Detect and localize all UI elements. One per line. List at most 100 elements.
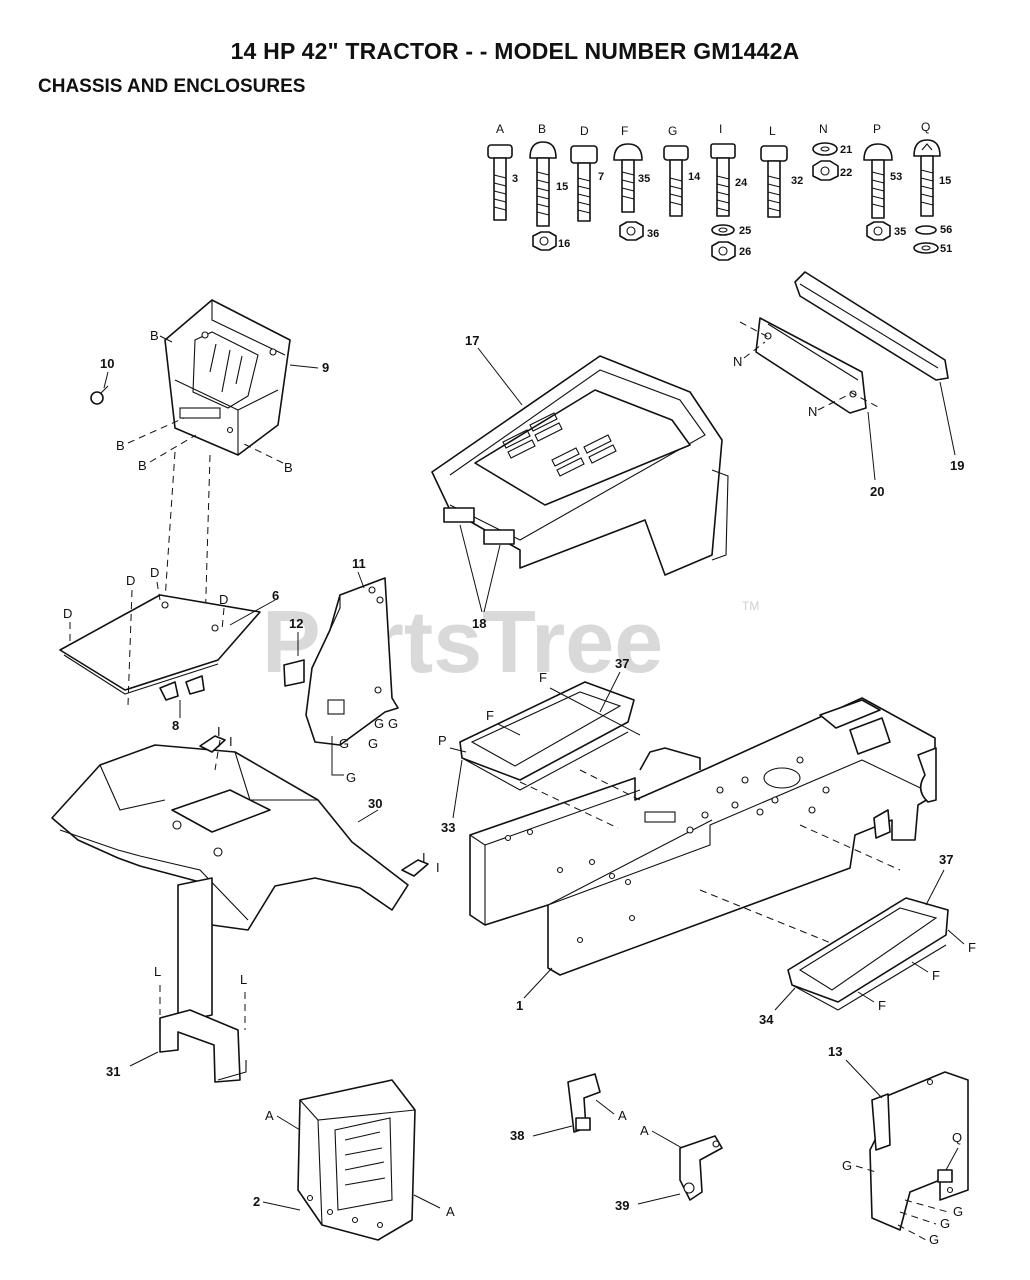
- callout-39: 39: [615, 1198, 629, 1213]
- callout-34: 34: [759, 1012, 774, 1027]
- hardware-q-letter: Q: [921, 120, 930, 134]
- callout-12: 12: [289, 616, 303, 631]
- ref-i-2: I: [229, 734, 233, 749]
- diagram-subtitle: CHASSIS AND ENCLOSURES: [38, 76, 306, 97]
- hardware-p-nut: 35: [894, 226, 906, 238]
- callout-38: 38: [510, 1128, 524, 1143]
- callout-13: 13: [828, 1044, 842, 1059]
- part-9-dash-panel: 9 B B B B: [116, 299, 329, 475]
- ref-a-4: A: [640, 1123, 649, 1138]
- part-39-bracket: A 39: [615, 1123, 723, 1213]
- hardware-p-num: 53: [890, 171, 902, 183]
- ref-f-1: F: [539, 670, 547, 685]
- hardware-a-letter: A: [496, 122, 504, 136]
- ref-i-3: I: [422, 850, 426, 865]
- hardware-b-num: 15: [556, 181, 568, 193]
- ref-f-4: F: [932, 968, 940, 983]
- hardware-l: L 32: [760, 124, 803, 218]
- ref-q-1: Q: [952, 1130, 962, 1145]
- hardware-n: N 21 22: [812, 122, 852, 181]
- ref-n-1: N: [733, 354, 742, 369]
- ref-d-2: D: [126, 573, 135, 588]
- part-2-front-panel: A A 2: [253, 1079, 455, 1241]
- part-1-main-frame: 1: [469, 697, 937, 1013]
- hardware-b-letter: B: [538, 122, 546, 136]
- hardware-g: G 14: [663, 124, 701, 217]
- hardware-n-num: 21: [840, 144, 852, 156]
- ref-g-7: G: [953, 1204, 963, 1219]
- ref-g-6: G: [842, 1158, 852, 1173]
- ref-l-1: L: [154, 964, 161, 979]
- hardware-i-letter: I: [719, 122, 722, 136]
- ref-i-1: I: [217, 724, 221, 739]
- hardware-f-num: 35: [638, 173, 650, 185]
- ref-a-3: A: [618, 1108, 627, 1123]
- callout-37-upper: 37: [615, 656, 629, 671]
- hardware-f-nut: 36: [647, 228, 659, 240]
- ref-a-2: A: [446, 1204, 455, 1219]
- ref-l-2: L: [240, 972, 247, 987]
- ref-f-5: F: [878, 998, 886, 1013]
- ref-f-3: F: [968, 940, 976, 955]
- hardware-a-num: 3: [512, 173, 518, 185]
- ref-g-5: G: [346, 770, 356, 785]
- part-33-footrest: 37 33 F F P: [438, 656, 641, 835]
- ref-d-3: D: [150, 565, 159, 580]
- hardware-l-num: 32: [791, 175, 803, 187]
- ref-g-4: G: [388, 716, 398, 731]
- callout-18: 18: [472, 616, 486, 631]
- hardware-n-nut: 22: [840, 167, 852, 179]
- hardware-g-num: 14: [688, 171, 701, 183]
- hardware-f: F 35 36: [613, 124, 659, 241]
- ref-p-1: P: [438, 733, 447, 748]
- callout-37-lower: 37: [939, 852, 953, 867]
- hardware-i-nut: 26: [739, 246, 751, 258]
- diagram-title: 14 HP 42" TRACTOR - - MODEL NUMBER GM144…: [230, 38, 800, 64]
- hardware-q-washer: 56: [940, 224, 952, 236]
- callout-8: 8: [172, 718, 179, 733]
- ref-b-2: B: [116, 438, 125, 453]
- hardware-q-num: 15: [939, 175, 951, 187]
- hardware-b: B 15 16: [529, 122, 570, 251]
- ref-b-1: B: [150, 328, 159, 343]
- callout-31: 31: [106, 1064, 120, 1079]
- hardware-d: D 7: [570, 124, 604, 222]
- part-11-side-panel: 11 12 G G G G G: [283, 556, 399, 785]
- ref-i-4: I: [436, 860, 440, 875]
- watermark-tm: TM: [742, 599, 759, 613]
- hardware-q-washer2: 51: [940, 243, 952, 255]
- ref-d-4: D: [219, 592, 228, 607]
- hardware-d-letter: D: [580, 124, 589, 138]
- ref-g-2: G: [368, 736, 378, 751]
- hardware-p-letter: P: [873, 122, 881, 136]
- hardware-p: P 53 35: [863, 122, 906, 241]
- hardware-g-letter: G: [668, 124, 677, 138]
- callout-17: 17: [465, 333, 479, 348]
- part-13-side-panel: 13 Q G G G G: [828, 1044, 969, 1247]
- ref-b-4: B: [284, 460, 293, 475]
- callout-6: 6: [272, 588, 279, 603]
- hardware-a: A 3: [487, 122, 518, 221]
- hardware-n-letter: N: [819, 122, 828, 136]
- ref-d-1: D: [63, 606, 72, 621]
- hardware-i-washer: 25: [739, 225, 751, 237]
- callout-9: 9: [322, 360, 329, 375]
- hardware-l-letter: L: [769, 124, 776, 138]
- part-6-floor-plate: 6 D D D D 8: [59, 565, 279, 733]
- hardware-d-num: 7: [598, 171, 604, 183]
- ref-f-2: F: [486, 708, 494, 723]
- part-17-hood: 17 18: [431, 333, 729, 631]
- callout-11: 11: [352, 556, 366, 571]
- part-30-fender: 30 I I I I: [51, 724, 440, 931]
- callout-1: 1: [516, 998, 523, 1013]
- part-10-key: 10: [90, 356, 114, 405]
- part-38-bracket: A 38: [510, 1073, 627, 1143]
- part-31-support-bracket: L L 31: [106, 877, 247, 1083]
- hardware-key: A 3 B 15 16 D 7 F: [487, 120, 952, 261]
- hardware-i-num: 24: [735, 177, 748, 189]
- ref-g-3: G: [374, 716, 384, 731]
- hardware-b-nut: 16: [558, 238, 570, 250]
- callout-30: 30: [368, 796, 382, 811]
- ref-g-1: G: [339, 736, 349, 751]
